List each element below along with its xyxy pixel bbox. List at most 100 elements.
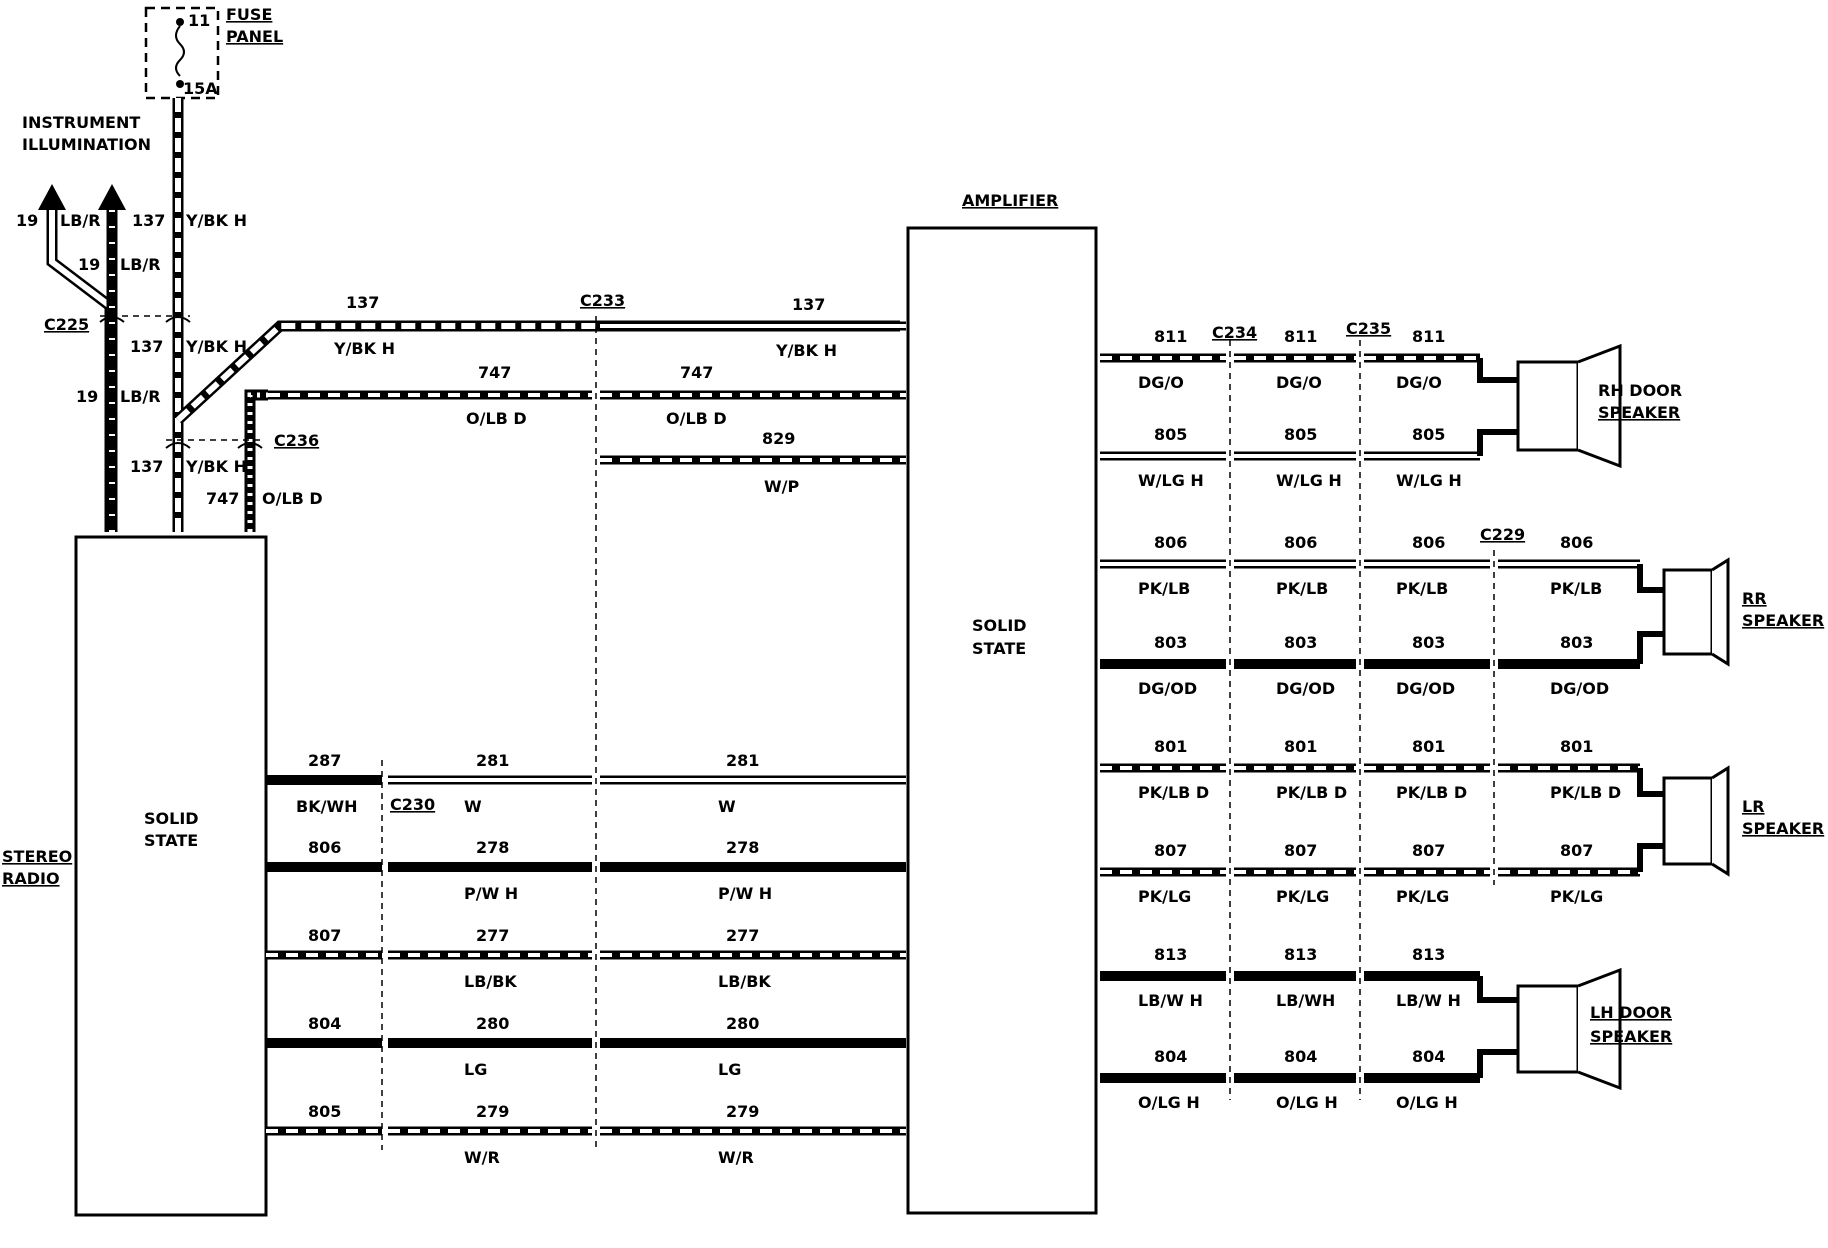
connector-c234: C234 bbox=[1212, 323, 1257, 342]
wire-label-num: 806 bbox=[1560, 533, 1593, 552]
wire-label-color: PK/LB D bbox=[1138, 783, 1209, 802]
wire-label-color: Y/BK H bbox=[185, 337, 247, 356]
wire-label-num: 747 bbox=[478, 363, 511, 382]
wire-label-color: DG/O bbox=[1396, 373, 1442, 392]
lr-speaker-label: LR bbox=[1742, 797, 1765, 816]
wire-label-color: PK/LB bbox=[1396, 579, 1448, 598]
fuse-panel: 11 15A FUSE PANEL bbox=[144, 5, 283, 100]
wire-label-num: 137 bbox=[346, 293, 379, 312]
rr-speaker-label-2: SPEAKER bbox=[1742, 611, 1824, 630]
wire-label-num: 801 bbox=[1154, 737, 1187, 756]
wire-label-num: 806 bbox=[308, 838, 341, 857]
connector-c233: C233 bbox=[580, 291, 625, 310]
wire-label-color: LB/R bbox=[120, 255, 161, 274]
wire-label-color: LB/BK bbox=[718, 972, 771, 991]
wire-label-num: 277 bbox=[726, 926, 759, 945]
wire-label-color: BK/WH bbox=[296, 797, 357, 816]
wire-label-color: DG/OD bbox=[1138, 679, 1197, 698]
wire-label-num: 278 bbox=[726, 838, 759, 857]
wire-label-color: W/P bbox=[764, 477, 799, 496]
wire-label-num: 287 bbox=[308, 751, 341, 770]
wire-label-color: PK/LB bbox=[1550, 579, 1602, 598]
instrument-illumination-label-2: ILLUMINATION bbox=[22, 135, 151, 154]
wire-label-color: W/R bbox=[464, 1148, 500, 1167]
wire-label-num: 813 bbox=[1412, 945, 1445, 964]
wire-label-num: 807 bbox=[1284, 841, 1317, 860]
wire-label-num: 19 bbox=[76, 387, 98, 406]
connector-c229: C229 bbox=[1480, 525, 1525, 544]
wire-label-color: W/LG H bbox=[1276, 471, 1342, 490]
wire-label-color: Y/BK H bbox=[185, 211, 247, 230]
speaker-tie-in bbox=[1637, 631, 1664, 664]
wire-label-num: 137 bbox=[132, 211, 165, 230]
lh-door-speaker-label-2: SPEAKER bbox=[1590, 1027, 1672, 1046]
wire-label-num: 804 bbox=[1284, 1047, 1317, 1066]
wire-label-color: W/LG H bbox=[1138, 471, 1204, 490]
wire-label-num: 805 bbox=[1154, 425, 1187, 444]
wire-label-num: 281 bbox=[476, 751, 509, 770]
wire-label-color: LB/W H bbox=[1138, 991, 1203, 1010]
rr-speaker-label: RR bbox=[1742, 589, 1767, 608]
instrument-illumination-label: INSTRUMENT bbox=[22, 113, 140, 132]
connector-c225: C225 bbox=[44, 315, 89, 334]
wire-label-num: 813 bbox=[1154, 945, 1187, 964]
wire-label-color: PK/LB D bbox=[1276, 783, 1347, 802]
wire-label-color: PK/LB D bbox=[1396, 783, 1467, 802]
wire-label-num: 19 bbox=[78, 255, 100, 274]
wire-label-num: 805 bbox=[308, 1102, 341, 1121]
lr-speaker-label-2: SPEAKER bbox=[1742, 819, 1824, 838]
wire-label-color: LB/WH bbox=[1276, 991, 1335, 1010]
wire-label-color: LG bbox=[718, 1060, 741, 1079]
fuse-number: 11 bbox=[188, 11, 210, 30]
wire-label-color: W/LG H bbox=[1396, 471, 1462, 490]
wire-label-color: PK/LB bbox=[1276, 579, 1328, 598]
wire-label-color: Y/BK H bbox=[333, 339, 395, 358]
wire-label-num: 806 bbox=[1412, 533, 1445, 552]
speaker-tie-in bbox=[1637, 843, 1664, 872]
left-harness bbox=[38, 98, 268, 532]
wire-label-color: LG bbox=[464, 1060, 487, 1079]
wire-label-num: 803 bbox=[1154, 633, 1187, 652]
wire-label-color: PK/LG bbox=[1550, 887, 1603, 906]
speaker-tie-in bbox=[1477, 429, 1518, 456]
speaker-tie-in bbox=[1477, 1049, 1518, 1078]
wire-label-num: 803 bbox=[1560, 633, 1593, 652]
wire-label-color: P/W H bbox=[464, 884, 518, 903]
wire-label-color: PK/LG bbox=[1138, 887, 1191, 906]
rr-speaker-symbol bbox=[1662, 557, 1730, 667]
wire-label-num: 280 bbox=[726, 1014, 759, 1033]
wire-label-num: 806 bbox=[1154, 533, 1187, 552]
wire-label-num: 804 bbox=[308, 1014, 341, 1033]
wire-label-num: 801 bbox=[1560, 737, 1593, 756]
rh-door-speaker-label-2: SPEAKER bbox=[1598, 403, 1680, 422]
wire-label-color: DG/OD bbox=[1276, 679, 1335, 698]
wire-label-color: O/LG H bbox=[1396, 1093, 1458, 1112]
wire-label-num: 804 bbox=[1412, 1047, 1445, 1066]
wire-label-color: DG/O bbox=[1276, 373, 1322, 392]
lr-speaker-symbol bbox=[1662, 765, 1730, 877]
wire-label-num: 811 bbox=[1412, 327, 1445, 346]
wire-label-num: 807 bbox=[1560, 841, 1593, 860]
wire-label-color: O/LG H bbox=[1276, 1093, 1338, 1112]
amplifier-solid-state: SOLID bbox=[972, 616, 1027, 635]
wire-label-num: 747 bbox=[680, 363, 713, 382]
wire-label-color: DG/OD bbox=[1396, 679, 1455, 698]
radio-solid-state: SOLID bbox=[144, 809, 199, 828]
wire-label-color: PK/LB bbox=[1138, 579, 1190, 598]
wire-label-color: Y/BK H bbox=[775, 341, 837, 360]
connector-c230: C230 bbox=[390, 795, 435, 814]
wire-label-color: DG/OD bbox=[1550, 679, 1609, 698]
wire-label-color: O/LB D bbox=[262, 489, 323, 508]
wire-label-color: W/R bbox=[718, 1148, 754, 1167]
wire-label-num: 805 bbox=[1284, 425, 1317, 444]
wire-label-color: PK/LG bbox=[1276, 887, 1329, 906]
wire-label-num: 805 bbox=[1412, 425, 1445, 444]
fuse-panel-label: FUSE bbox=[226, 5, 272, 24]
wire-label-color: LB/R bbox=[60, 211, 101, 230]
wire-label-num: 811 bbox=[1284, 327, 1317, 346]
wire-label-num: 803 bbox=[1284, 633, 1317, 652]
